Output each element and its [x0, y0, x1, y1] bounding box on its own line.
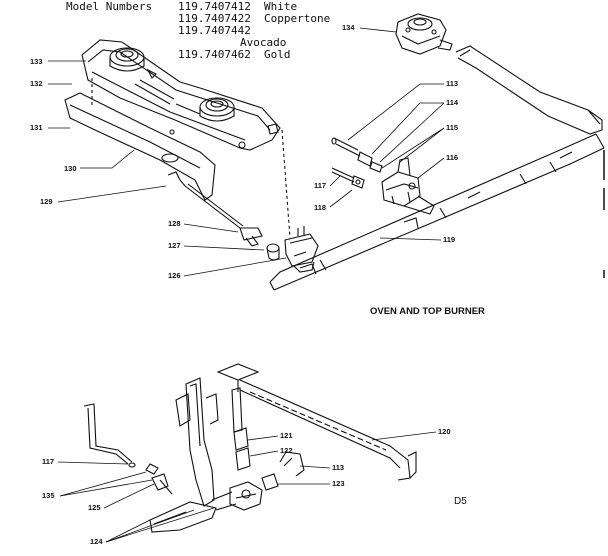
callout-134: 134 — [342, 23, 355, 32]
model-color: Coppertone — [264, 12, 331, 25]
callout-115: 115 — [446, 123, 459, 132]
callout-113-top: 113 — [446, 79, 459, 88]
model-color: Avocado — [240, 36, 287, 49]
callout-132: 132 — [30, 79, 43, 88]
callout-126: 126 — [168, 271, 181, 280]
callout-130: 130 — [64, 164, 77, 173]
top-burner-assembly — [65, 40, 290, 238]
manifold-pipe — [270, 46, 604, 290]
section-title: OVEN AND TOP BURNER — [370, 306, 485, 317]
callout-leader-lines — [48, 28, 444, 542]
model-number: 119.7407462 — [178, 48, 251, 61]
callout-122: 122 — [280, 446, 293, 455]
regulator-assembly — [396, 14, 452, 54]
callout-129: 129 — [40, 197, 53, 206]
callout-117-top: 117 — [314, 181, 327, 190]
callout-120: 120 — [438, 427, 451, 436]
model-numbers-label: Model Numbers — [66, 0, 153, 13]
callout-125: 125 — [88, 503, 101, 512]
callout-113-bottom: 113 — [332, 463, 345, 472]
callout-119: 119 — [443, 235, 456, 244]
model-number: 119.7407412 — [178, 0, 251, 13]
page-code: D5 — [454, 496, 467, 507]
callout-128: 128 — [168, 219, 181, 228]
callout-135: 135 — [42, 491, 55, 500]
model-number: 119.7407422 — [178, 12, 251, 25]
callout-114: 114 — [446, 98, 459, 107]
callout-116: 116 — [446, 153, 459, 162]
callout-123: 123 — [332, 479, 345, 488]
model-color: Gold — [264, 48, 291, 61]
callout-127: 127 — [168, 241, 181, 250]
model-number: 119.7407442 — [178, 24, 251, 37]
oven-valve-components — [332, 138, 434, 214]
callout-118: 118 — [314, 203, 327, 212]
oven-burner-assembly — [84, 364, 416, 532]
callout-133: 133 — [30, 57, 43, 66]
callout-117-bottom: 117 — [42, 457, 55, 466]
callout-124: 124 — [90, 537, 103, 546]
model-color: White — [264, 0, 298, 13]
callout-121: 121 — [280, 431, 293, 440]
callout-131: 131 — [30, 123, 43, 132]
